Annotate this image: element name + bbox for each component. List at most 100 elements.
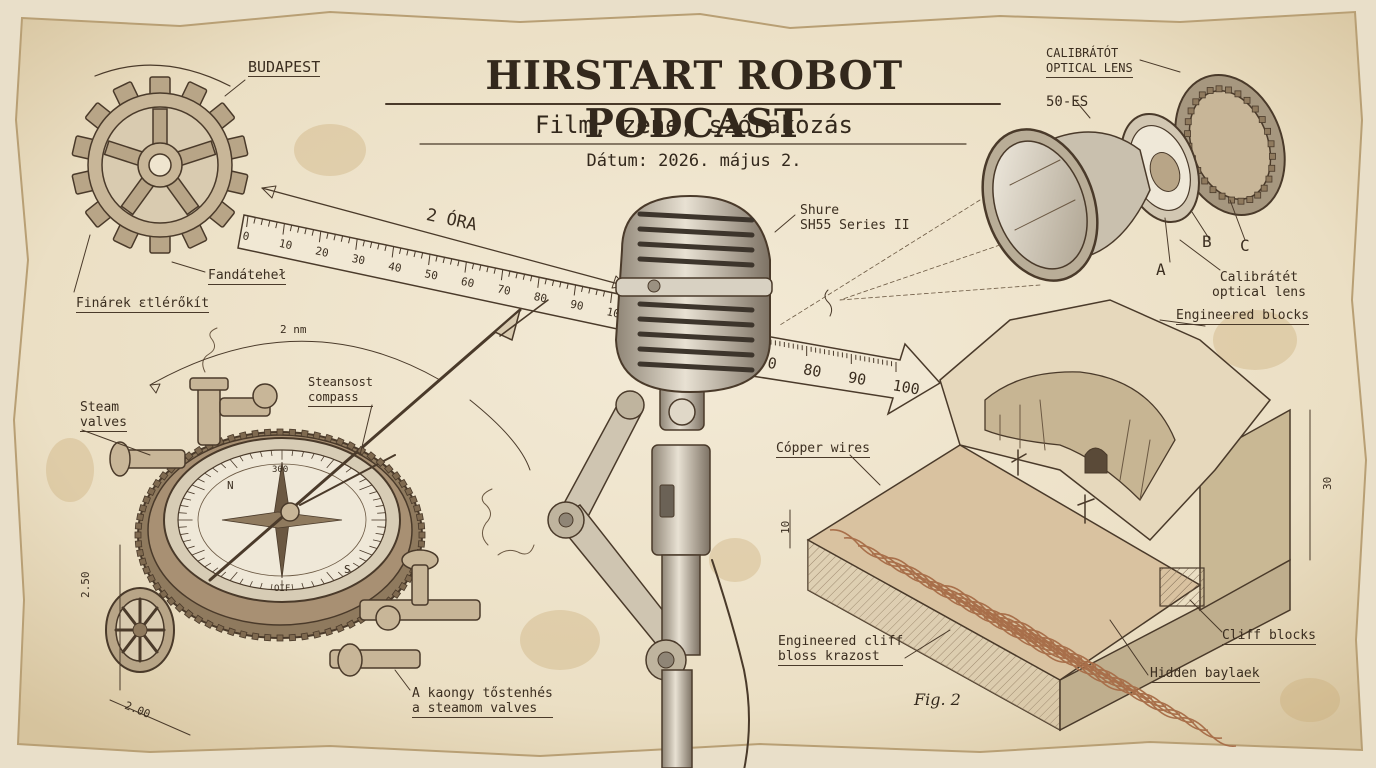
- compass-gear-tooth: [346, 619, 356, 629]
- copper-wire: [1011, 632, 1237, 748]
- ruler-tick: [551, 279, 555, 286]
- copper-wire: [941, 592, 1167, 708]
- compass-tick: [377, 526, 386, 528]
- compass-gear-tooth: [193, 614, 204, 625]
- compass-gear-tooth: [335, 623, 345, 633]
- compass-gear-tooth: [415, 513, 424, 522]
- compass-gear-tooth: [375, 457, 386, 467]
- ruler-tick: [318, 231, 322, 243]
- lens-gear-tooth: [1251, 105, 1259, 113]
- compass-gear-tooth: [239, 630, 248, 639]
- compass-gear-tooth: [417, 540, 426, 548]
- compass-tick: [180, 532, 189, 535]
- compass-tick: [320, 455, 325, 462]
- compass-tick: [197, 557, 205, 562]
- arrow-ruler-label: 100: [891, 376, 921, 398]
- figure-caption: Fig. 2: [914, 690, 961, 709]
- lens-gear-tooth: [1201, 177, 1209, 185]
- compass-gear-tooth: [239, 431, 248, 440]
- mic-grille-slot: [637, 346, 755, 358]
- compass-tick: [249, 453, 253, 459]
- compass-tick: [345, 467, 352, 473]
- compass-south: S: [344, 563, 351, 576]
- compass-gear-tooth: [136, 513, 145, 522]
- ruler-tick: [333, 234, 336, 241]
- copper-wire: [955, 600, 1181, 716]
- label-shure: Shure SH55 Series II: [800, 203, 910, 233]
- compass-gear-tooth: [312, 630, 321, 639]
- label-fandateheł: Fandáteheł: [208, 268, 287, 285]
- ruler-label: 20: [314, 244, 330, 259]
- mic-grille-slot: [637, 316, 755, 328]
- compass-gear-tooth: [288, 633, 297, 642]
- compass-gear-tooth: [391, 589, 402, 599]
- optical-lens: [779, 59, 1286, 326]
- compass-tick: [197, 478, 205, 483]
- mic-grille-slot: [637, 226, 755, 238]
- ruler-tick: [391, 246, 395, 258]
- ruler-tick: [398, 247, 402, 255]
- mic-grille-slot: [637, 301, 755, 313]
- compass-gear-tooth: [138, 504, 148, 513]
- compass-tick: [369, 491, 378, 495]
- compass-gear-tooth: [251, 429, 260, 438]
- compass-gear-tooth: [398, 478, 408, 489]
- ruler-tick: [508, 270, 511, 277]
- copper-wire: [885, 560, 1111, 676]
- copper-wire: [969, 608, 1195, 724]
- lens-gear-tooth: [1225, 86, 1232, 94]
- ruler-tick: [559, 281, 562, 288]
- compass-tick: [191, 484, 205, 491]
- ruler-tick: [595, 288, 598, 296]
- compass-gear-tooth: [391, 471, 402, 481]
- ruler-tick: [471, 263, 475, 270]
- compass-gear-tooth: [288, 428, 297, 437]
- ruler-tick: [537, 276, 540, 288]
- mic-grille-slot: [637, 241, 755, 253]
- compass-tick: [270, 450, 273, 457]
- compass-tick: [320, 578, 325, 585]
- label-kaongy: A kaongy tőstenhés a steamom valves: [412, 686, 553, 718]
- compass-tick: [369, 545, 378, 549]
- compass-gear-tooth: [183, 609, 194, 619]
- compass-tick: [311, 581, 315, 587]
- compass-gear-tooth: [142, 495, 151, 505]
- compass-tick: [352, 562, 360, 568]
- ruler-tick: [530, 275, 533, 282]
- compass-tick: [183, 497, 192, 501]
- ruler-tick: [253, 217, 256, 224]
- compass-tick: [212, 567, 219, 573]
- ruler-tick: [486, 266, 489, 273]
- ruler-tick: [311, 229, 315, 236]
- lens-gear-tooth: [1184, 118, 1192, 126]
- lens-gear-tooth: [1243, 96, 1251, 104]
- compass-tick: [372, 539, 381, 543]
- label-dim-2nm: 2 nm: [280, 323, 307, 336]
- mic-grille-slot: [637, 256, 755, 268]
- ruler-tick: [362, 240, 365, 247]
- label-engineered-blocks: Engineered blocks: [1176, 308, 1310, 325]
- page-subtitle: Film, zene, szórakozás: [535, 111, 853, 139]
- ruler-tick: [493, 267, 497, 274]
- ruler-tick: [580, 285, 584, 293]
- compass-tick: [239, 578, 244, 585]
- label-lens-b: B: [1202, 232, 1212, 251]
- label-dim-10: 10: [779, 520, 792, 534]
- ruler-tick: [449, 258, 453, 265]
- compass-tick: [301, 582, 305, 589]
- lens-gear-tooth: [1206, 87, 1214, 94]
- ruler-label: 80: [533, 290, 549, 305]
- ruler-label: 60: [460, 275, 476, 290]
- label-engineered-cliff: Engineered cliff bloss krazost: [778, 634, 904, 666]
- lens-gear-tooth: [1198, 91, 1206, 99]
- compass-tick: [249, 581, 253, 587]
- arrow-ruler-label: 90: [847, 368, 868, 389]
- compass-tick: [375, 505, 384, 508]
- compass-gear-tooth: [251, 632, 260, 641]
- compass-gear-tooth: [404, 486, 414, 496]
- compass-tick: [186, 545, 195, 549]
- label-cliff-blocks: Cliff blocks: [1222, 628, 1316, 645]
- compass-tick: [212, 467, 219, 473]
